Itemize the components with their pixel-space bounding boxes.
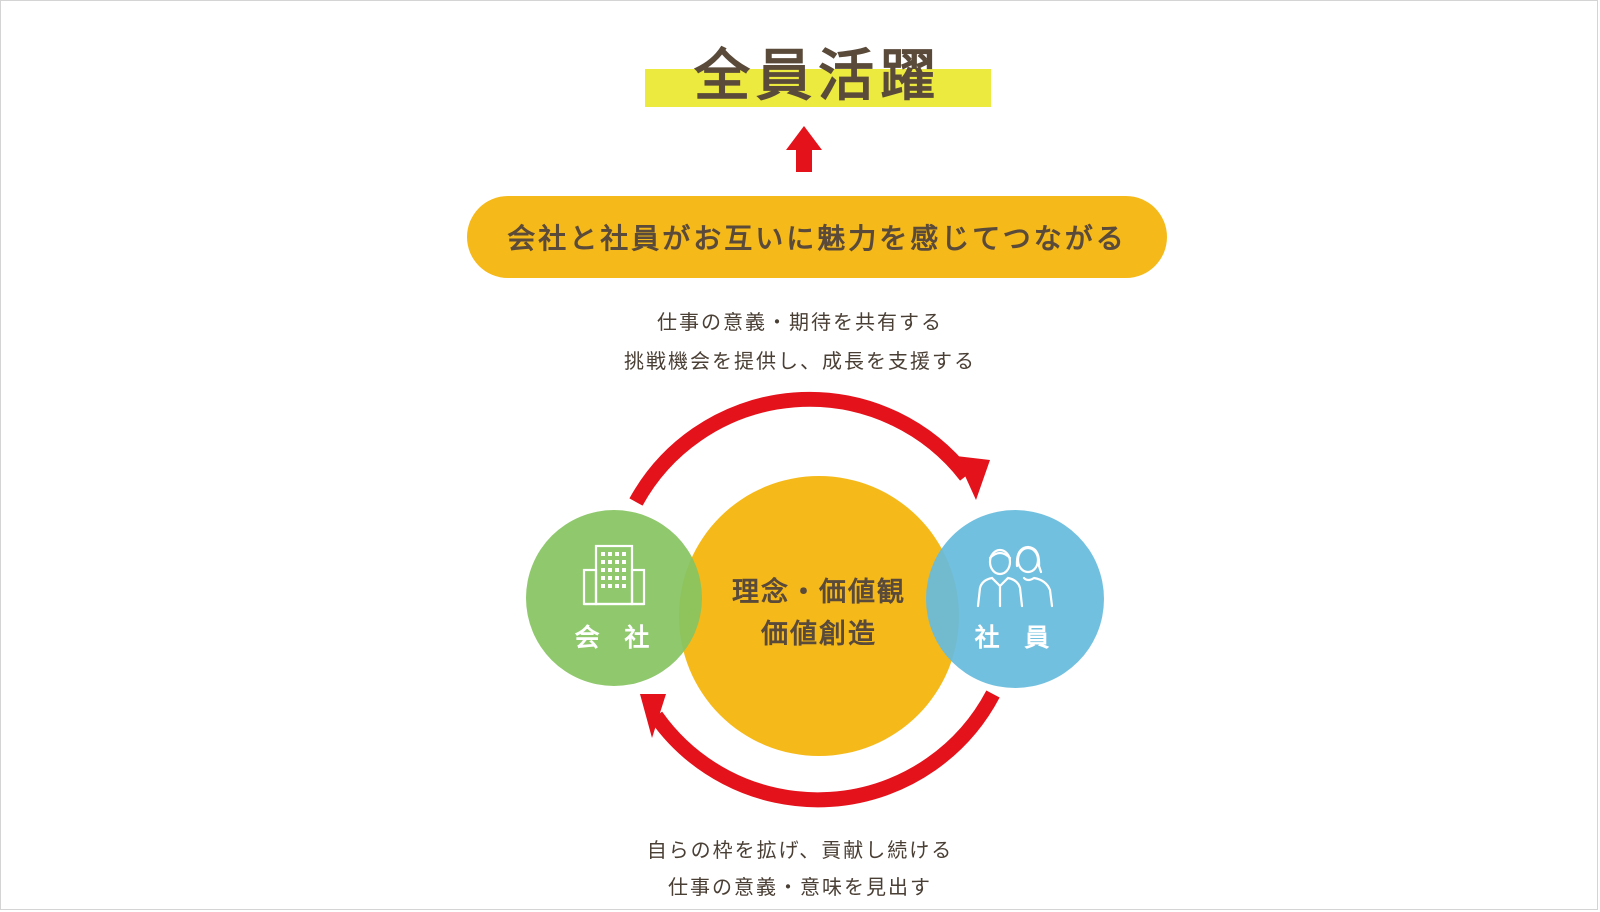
center-label-1: 理念・価値観: [732, 577, 906, 608]
bottom-cycle-arc: [649, 690, 1000, 808]
bottom-cycle-arrowhead: [640, 694, 666, 738]
top-text-2: 挑戦機会を提供し、成長を支援する: [624, 349, 976, 373]
top-cycle-arc: [629, 391, 972, 506]
top-cycle-arrowhead: [956, 456, 990, 500]
title: 全員活躍: [694, 43, 942, 109]
top-text-1: 仕事の意義・期待を共有する: [657, 310, 943, 334]
company-circle: [526, 510, 702, 686]
center-label-2: 価値創造: [761, 619, 877, 650]
company-label: 会 社: [574, 623, 658, 652]
bottom-text-2: 仕事の意義・意味を見出す: [668, 875, 932, 899]
banner-pill: 会社と社員がお互いに魅力を感じてつながる: [467, 196, 1167, 278]
title-highlight: [645, 69, 991, 107]
people-icon: [976, 545, 1054, 608]
up-arrow-icon: [786, 126, 822, 172]
employee-circle: [926, 510, 1104, 688]
office-building-icon: [582, 544, 646, 606]
employee-label: 社 員: [974, 623, 1058, 652]
bottom-text-1: 自らの枠を拡げ、貢献し続ける: [646, 838, 954, 862]
center-circle: [679, 476, 959, 756]
title-block: 全員活躍: [645, 32, 991, 110]
